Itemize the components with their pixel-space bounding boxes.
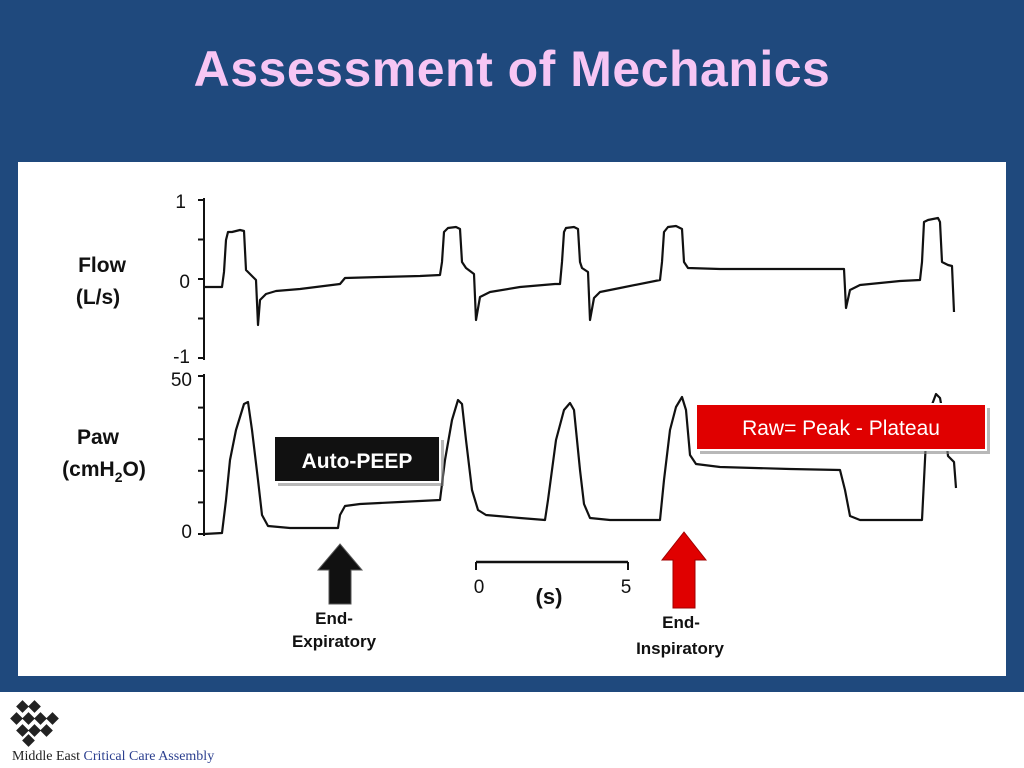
mecca-logo-icon (10, 700, 59, 747)
end-expiratory-label-line2: Expiratory (292, 632, 377, 651)
auto-peep-label: Auto-PEEP (302, 450, 413, 473)
flow-tick-label-1: 1 (175, 192, 186, 213)
end-inspiratory-label-line1: End- (662, 613, 700, 632)
slide-title: Assessment of Mechanics (193, 41, 831, 97)
end-expiratory-label-line1: End- (315, 609, 353, 628)
time-unit-label: (s) (536, 584, 563, 609)
paw-axis-ticks (198, 375, 204, 535)
auto-peep-badge: Auto-PEEP (273, 435, 444, 486)
flow-tick-label-0: 0 (179, 272, 190, 293)
end-inspiratory-arrow (660, 531, 708, 609)
flow-unit-label: (L/s) (76, 286, 120, 309)
footer-org-prefix: Middle East (12, 749, 84, 764)
flow-ylabel: Flow (78, 254, 126, 277)
paw-unit-label: (cmH2O) (62, 458, 146, 485)
raw-formula-badge: Raw= Peak - Plateau (695, 403, 990, 454)
footer-organization: Middle East Critical Care Assembly (12, 749, 214, 765)
flow-trace (204, 216, 956, 327)
footer (0, 692, 1024, 768)
time-scale-end-label: 5 (621, 577, 632, 598)
flow-tick-label-minus1: -1 (173, 347, 190, 368)
paw-ylabel: Paw (77, 426, 120, 449)
footer-org-accent: Critical Care Assembly (83, 749, 215, 764)
paw-tick-label-50: 50 (171, 370, 192, 391)
paw-trace (203, 392, 958, 536)
raw-formula-label: Raw= Peak - Plateau (742, 417, 940, 440)
time-scale-start-label: 0 (474, 577, 485, 598)
end-expiratory-arrow (316, 543, 364, 605)
paw-tick-label-0: 0 (181, 522, 192, 543)
end-inspiratory-label-line2: Inspiratory (636, 639, 724, 658)
flow-axis-ticks (198, 199, 204, 359)
